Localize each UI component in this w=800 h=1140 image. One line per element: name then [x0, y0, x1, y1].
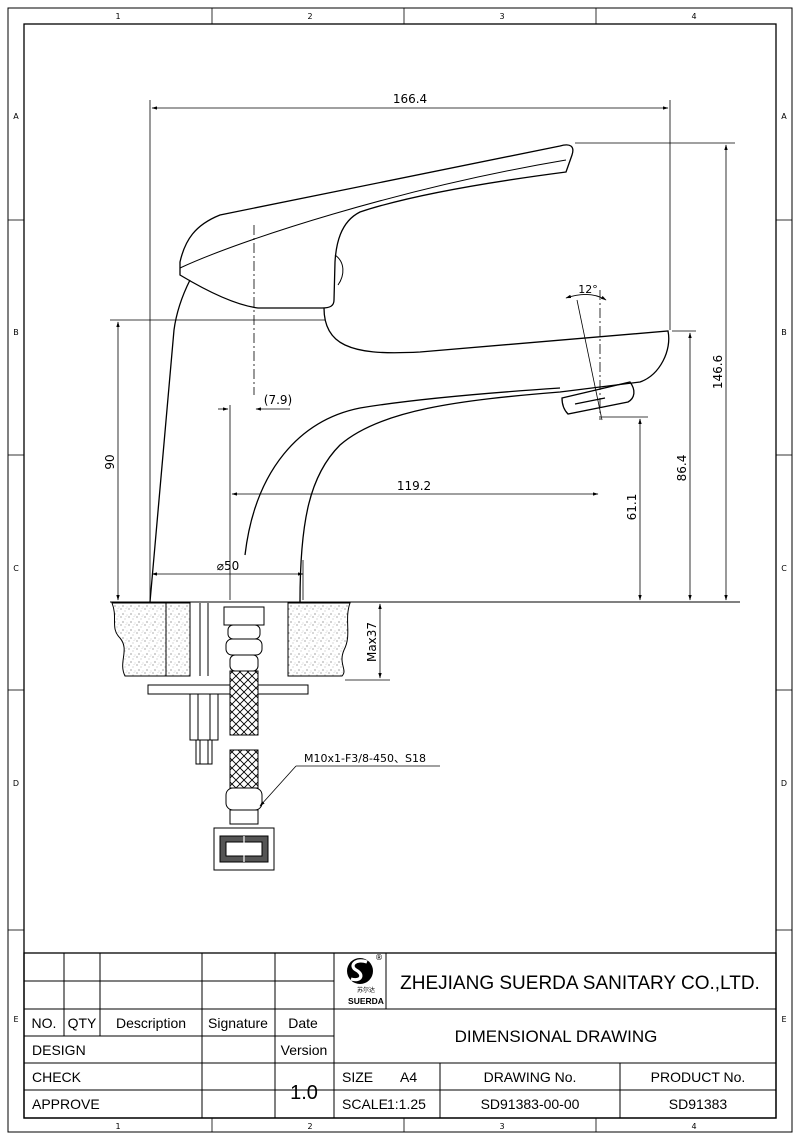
supply-hose: [213, 606, 275, 871]
product-no-label: PRODUCT No.: [651, 1069, 746, 1085]
logo-chinese-text: 苏尔达: [357, 986, 375, 994]
logo-text: SUERDA: [348, 996, 384, 1006]
drawing-type: DIMENSIONAL DRAWING: [455, 1027, 658, 1046]
hose-note: M10x1-F3/8-450、S18: [259, 752, 440, 807]
dim-max-deck: Max37: [365, 622, 379, 662]
col-no: NO.: [32, 1015, 57, 1031]
col-marker-3-bottom: 3: [499, 1122, 504, 1131]
scale-value: 1:1.25: [387, 1096, 426, 1112]
scale-label: SCALE: [342, 1096, 388, 1112]
dim-spout-height: 86.4: [675, 455, 689, 482]
faucet-body: [149, 279, 191, 603]
size-value: A4: [400, 1069, 417, 1085]
row-marker-c-right: C: [781, 564, 787, 573]
col-qty: QTY: [68, 1015, 97, 1031]
col-date: Date: [288, 1015, 318, 1031]
col-marker-2: 2: [307, 12, 312, 21]
size-label: SIZE: [342, 1069, 373, 1085]
faucet-outline: [110, 144, 740, 603]
mounting-plate: [147, 684, 309, 695]
col-marker-1-bottom: 1: [115, 1122, 120, 1131]
dim-overall-height: 146.6: [711, 355, 725, 389]
row-marker-e-right: E: [781, 1015, 786, 1024]
row-marker-c: C: [13, 564, 19, 573]
col-marker-2-bottom: 2: [307, 1122, 312, 1131]
hose-spec-label: M10x1-F3/8-450、S18: [304, 752, 426, 765]
row-marker-d-right: D: [781, 779, 787, 788]
dim-aerator-height: 61.1: [625, 494, 639, 521]
dim-base-diameter: ⌀50: [217, 559, 240, 573]
approve-label: APPROVE: [32, 1096, 100, 1112]
row-marker-e: E: [13, 1015, 18, 1024]
title-block-text: ZHEJIANG SUERDA SANITARY CO.,LTD. DIMENS…: [32, 973, 760, 1112]
row-marker-a: A: [13, 112, 19, 121]
design-label: DESIGN: [32, 1042, 86, 1058]
col-marker-4: 4: [691, 12, 696, 21]
suerda-logo: 苏尔达 SUERDA ®: [347, 953, 384, 1006]
border-markers: 1 2 3 4 1 2 3 4 A B C D E A B C D E: [13, 12, 787, 1131]
row-marker-b-right: B: [781, 328, 787, 337]
countertop: [111, 602, 351, 677]
registered-mark: ®: [375, 953, 383, 962]
lever-handle: [179, 144, 574, 309]
row-marker-d: D: [13, 779, 19, 788]
drawing-no-label: DRAWING No.: [484, 1069, 577, 1085]
version-label: Version: [281, 1042, 328, 1058]
version-value: 1.0: [290, 1082, 318, 1104]
drawing-frame: [7, 7, 793, 1133]
row-marker-b: B: [13, 328, 19, 337]
center-lines: [253, 225, 601, 420]
company-name: ZHEJIANG SUERDA SANITARY CO.,LTD.: [400, 973, 760, 994]
drawing-no-value: SD91383-00-00: [481, 1096, 580, 1112]
col-marker-3: 3: [499, 12, 504, 21]
aerator: [561, 381, 635, 415]
col-signature: Signature: [208, 1015, 268, 1031]
col-marker-4-bottom: 4: [691, 1122, 696, 1131]
row-marker-a-right: A: [781, 112, 787, 121]
dimension-lines: [110, 100, 735, 681]
col-description: Description: [116, 1015, 186, 1031]
threaded-stud: [189, 693, 219, 765]
title-block: [23, 952, 777, 1119]
dimension-labels: 166.4 146.6 86.4 61.1 90 119.2 (7.9) ⌀50…: [103, 92, 725, 662]
dim-reach: 119.2: [397, 479, 431, 493]
dim-lever-height: 90: [103, 454, 117, 469]
product-no-value: SD91383: [669, 1096, 728, 1112]
dim-offset: (7.9): [264, 393, 292, 407]
dim-overall-width: 166.4: [393, 92, 427, 106]
dim-angle: 12°: [578, 283, 598, 296]
check-label: CHECK: [32, 1069, 82, 1085]
col-marker-1: 1: [115, 12, 120, 21]
